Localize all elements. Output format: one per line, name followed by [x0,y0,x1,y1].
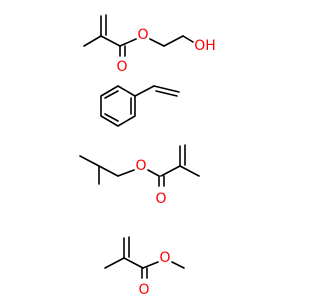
bond [104,90,119,99]
oxygen-ester-label: O [135,158,146,174]
structure-canvas: O O OH O O O O [79,14,216,298]
benzene-ring [100,85,136,127]
oxygen-ester-label: O [137,27,148,43]
bond [171,261,185,269]
molecule-hydroxyethyl-methacrylate: O O OH [83,14,216,75]
oxygen-carbonyl-label: O [138,282,149,298]
molecule-methyl-methacrylate: O O [104,236,185,298]
oxygen-carbonyl-label: O [116,59,127,75]
bond [134,85,155,97]
molecule-styrene [100,85,180,127]
bond [153,85,180,93]
bond [100,35,121,47]
bond [179,165,200,177]
hydroxyl-label: OH [194,38,216,54]
bond [104,113,119,122]
bond [104,257,125,269]
molecule-isobutyl-methacrylate: O O [79,144,200,207]
bond [163,35,184,47]
bond [83,35,102,47]
bond [119,38,137,47]
bond [98,165,119,177]
bond [117,169,135,177]
bond [142,261,159,269]
bond [149,38,165,47]
bond [182,35,194,43]
bond [155,90,178,97]
bond [123,257,144,269]
oxygen-carbonyl-label: O [155,191,166,207]
oxygen-ester-label: O [159,250,170,266]
bond [147,169,160,177]
bond [160,165,181,177]
bond [79,155,100,167]
